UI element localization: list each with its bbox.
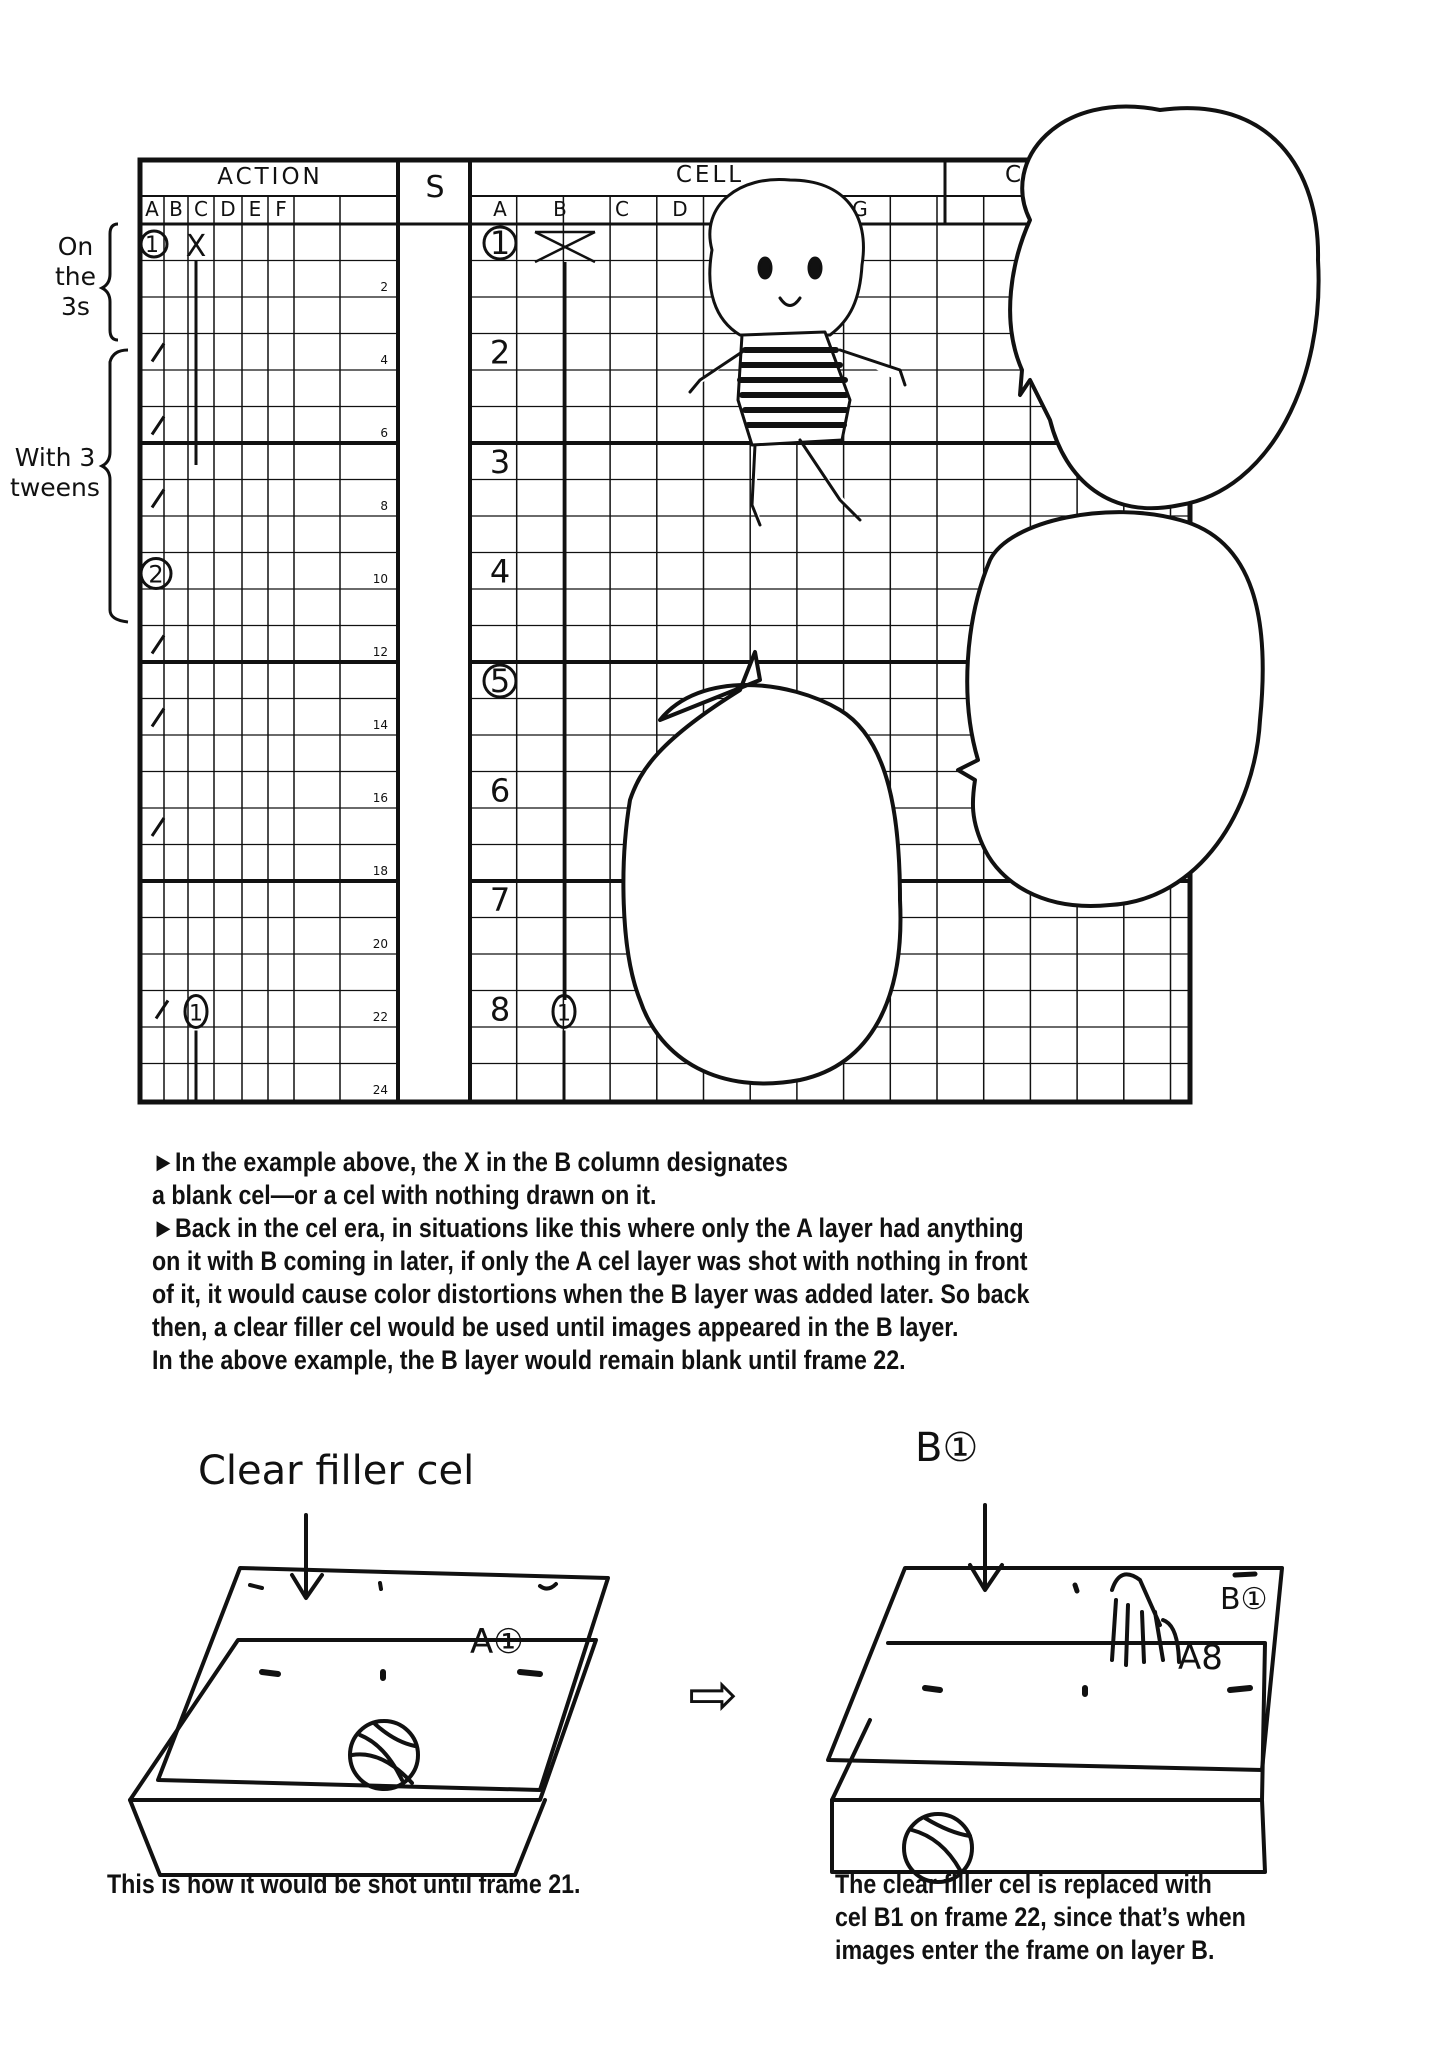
label-on-the-3s: On the 3s bbox=[54, 232, 97, 321]
header-cell: CELL bbox=[675, 162, 745, 188]
frame-number-4: 4 bbox=[380, 353, 388, 367]
cell-a-entry-5: 5 bbox=[490, 662, 510, 700]
frame-number-18: 18 bbox=[373, 864, 388, 878]
action-blank-x: X bbox=[186, 229, 207, 264]
header-camera: CAM bbox=[1005, 162, 1066, 188]
action-col-D: D bbox=[220, 197, 235, 221]
frame-number-20: 20 bbox=[373, 937, 388, 951]
frame-number-24: 24 bbox=[373, 1083, 388, 1097]
diagram-left-layer-label: A① bbox=[470, 1622, 524, 1662]
action-key-1: 1 bbox=[145, 233, 159, 258]
frame-number-14: 14 bbox=[373, 718, 388, 732]
frame-number-8: 8 bbox=[380, 499, 388, 513]
key-circle bbox=[482, 225, 518, 261]
cell-col-A: A bbox=[493, 197, 507, 221]
cell-b-entry: 1 bbox=[557, 1002, 571, 1027]
cell-a-entry-6: 6 bbox=[490, 772, 510, 810]
action-key-2: 2 bbox=[148, 561, 163, 589]
bubble-bottom-text: THIS EXAMPLE IS ON THE THREES WITH THREE… bbox=[653, 785, 857, 964]
diagram-left-caption: This is how it would be shot until frame… bbox=[107, 1869, 581, 1899]
cell-a-entry-1: 1 bbox=[490, 224, 510, 262]
action-col-F: F bbox=[275, 197, 287, 221]
diagram-right-title: B① bbox=[915, 1425, 979, 1471]
cell-a-entry-2: 2 bbox=[490, 334, 510, 372]
action-col-B: B bbox=[169, 197, 183, 221]
arrow-icon: ⇨ bbox=[688, 1660, 739, 1730]
explanation-caption: ►In the example above, the X in the B co… bbox=[152, 1147, 1030, 1375]
action-col-E: E bbox=[249, 197, 262, 221]
cell-col-C: C bbox=[615, 197, 629, 221]
action-col-C: C bbox=[194, 197, 208, 221]
brace bbox=[98, 222, 129, 624]
frame-number-16: 16 bbox=[373, 791, 388, 805]
cell-col-B: B bbox=[553, 197, 567, 221]
header-action: ACTION bbox=[217, 164, 323, 190]
cell-a-entry-8: 8 bbox=[490, 991, 510, 1029]
frame-number-6: 6 bbox=[380, 426, 388, 440]
frame-number-22: 22 bbox=[373, 1010, 388, 1024]
frame-number-12: 12 bbox=[373, 645, 388, 659]
cell-col-D: D bbox=[672, 197, 687, 221]
frame-number-2: 2 bbox=[380, 280, 388, 294]
diagram-right-label-b1: B① bbox=[1220, 1582, 1268, 1617]
cell-a-entry-7: 7 bbox=[490, 881, 510, 919]
frame-number-10: 10 bbox=[373, 572, 388, 586]
action-col-A: A bbox=[145, 197, 159, 221]
key-circle bbox=[482, 663, 518, 699]
action-b-key: 1 bbox=[189, 1002, 203, 1027]
label-with-3-tweens: With 3 tweens bbox=[10, 443, 100, 502]
header-s: S bbox=[425, 170, 445, 205]
cell-a-entry-4: 4 bbox=[490, 553, 510, 591]
bubble-middle-text: WAS FOR A SHOT ANIMATED ON THE TWOS WITH… bbox=[997, 625, 1213, 804]
diagram-right-caption: The clear filler cel is replaced with ce… bbox=[835, 1869, 1246, 1965]
diagram-left-title: Clear filler cel bbox=[198, 1448, 475, 1494]
cell-a-entry-3: 3 bbox=[490, 443, 510, 481]
cell-col-G: G bbox=[852, 197, 868, 221]
bubble-top-text: THE EXPOSURE SHEET EXAMPLE ON THE PREVIO… bbox=[1065, 250, 1305, 369]
diagram-right-label-a8: A8 bbox=[1178, 1638, 1223, 1678]
